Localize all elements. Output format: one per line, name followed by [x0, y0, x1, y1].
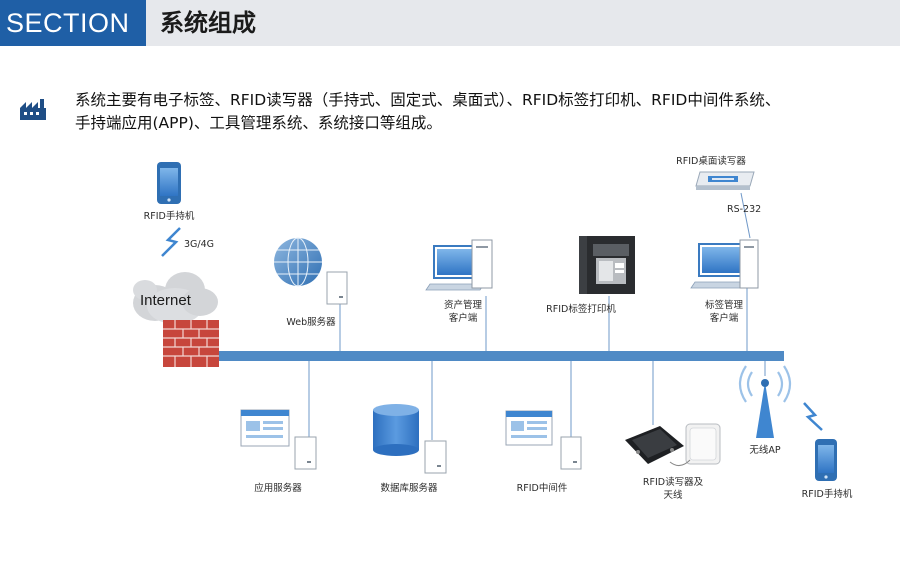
intro-text: 系统主要有电子标签、RFID读写器（手持式、固定式、桌面式）、RFID标签打印机…	[75, 89, 900, 135]
web-server: Web服务器	[274, 237, 348, 328]
database-icon	[373, 404, 419, 456]
db-server-label: 数据库服务器	[380, 482, 438, 494]
intro-line-2: 手持端应用(APP)、工具管理系统、系统接口等组成。	[75, 114, 442, 132]
desktop-reader-icon	[695, 171, 755, 190]
tag-client: 标签管理 客户端	[690, 239, 759, 324]
server-tower-icon	[560, 436, 582, 470]
rfid-handheld-bottom-label: RFID手持机	[802, 488, 853, 500]
server-tower-icon	[424, 440, 447, 474]
desktop-reader-label: RFID桌面读写器	[676, 155, 746, 167]
section-label: SECTION 1	[0, 0, 146, 84]
middleware: RFID中间件	[505, 410, 582, 494]
reader-antenna: RFID读写器及 天线	[625, 423, 721, 501]
internet-label: Internet	[140, 292, 192, 309]
app-server-label: 应用服务器	[254, 482, 302, 494]
db-server: 数据库服务器	[373, 404, 447, 494]
ap-tower-icon	[756, 382, 774, 438]
intro-line-1: 系统主要有电子标签、RFID读写器（手持式、固定式、桌面式）、RFID标签打印机…	[75, 91, 781, 109]
network-bus	[218, 351, 784, 361]
pc-tower-icon	[739, 239, 759, 289]
server-tower-icon	[294, 436, 317, 470]
wireless-ap: 无线AP	[738, 365, 792, 456]
firewall-icon	[163, 320, 219, 367]
tag-client-label-2: 客户端	[710, 312, 739, 324]
asset-client: 资产管理 客户端	[425, 239, 493, 324]
desktop-reader: RFID桌面读写器 RS-232	[676, 155, 761, 215]
section-title: 系统组成	[160, 9, 256, 37]
asset-client-label-1: 资产管理	[444, 299, 483, 311]
rs232-label: RS-232	[727, 204, 761, 215]
reader-antenna-label-1: RFID读写器及	[643, 476, 704, 488]
middleware-label: RFID中间件	[517, 482, 568, 494]
app-server: 应用服务器	[240, 409, 317, 494]
server-tower-icon	[326, 271, 348, 305]
asset-client-label-2: 客户端	[449, 312, 478, 324]
internet-cloud: Internet	[133, 272, 218, 324]
tag-client-label-1: 标签管理	[705, 299, 744, 311]
wifi-waves-icon	[738, 365, 792, 403]
section-header: SECTION 1 系统组成	[0, 0, 900, 84]
label-printer-label: RFID标签打印机	[546, 303, 616, 315]
factory-icon	[20, 99, 46, 120]
reader-antenna-label-2: 天线	[663, 489, 683, 501]
wireless-ap-label: 无线AP	[749, 444, 780, 456]
wireless-signal-icon	[161, 227, 181, 257]
connector-lines	[308, 192, 766, 440]
system-diagram: RFID手持机 3G/4G Internet	[133, 155, 853, 501]
pc-tower-icon	[471, 239, 493, 289]
web-server-label: Web服务器	[286, 316, 336, 328]
link-3g4g-label: 3G/4G	[184, 239, 214, 250]
rfid-handheld-top: RFID手持机	[144, 162, 195, 222]
label-printer: RFID标签打印机	[546, 236, 635, 315]
rfid-handheld-top-label: RFID手持机	[144, 210, 195, 222]
wireless-signal-icon	[803, 402, 823, 431]
rfid-handheld-bottom: RFID手持机	[802, 439, 853, 500]
